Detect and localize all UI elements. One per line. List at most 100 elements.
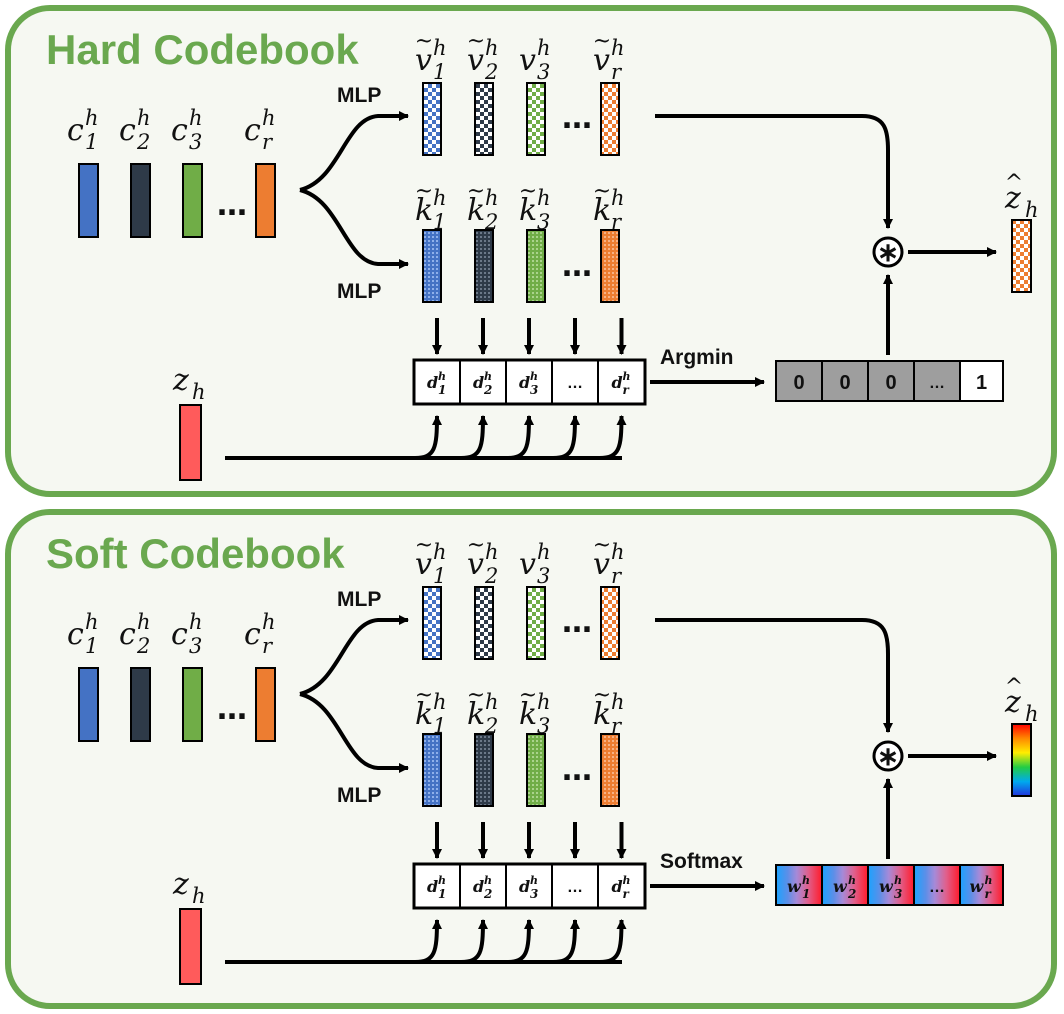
weight-symbol: w (833, 877, 848, 896)
code-vector-r (255, 163, 276, 238)
distance-superscript: h (623, 874, 631, 887)
mlp-label-top: MLP (337, 588, 381, 611)
code-label-3-superscript: h (189, 610, 203, 634)
key-label-r-accent: ~ (593, 179, 611, 204)
code-label-1-symbol: c (67, 617, 84, 652)
code-label-2-subscript: 2 (136, 634, 150, 658)
distance-symbol: d (427, 373, 438, 392)
value-vector-1 (422, 586, 442, 660)
value-label-3-symbol: v (519, 547, 536, 582)
key-vector-1 (422, 229, 442, 303)
value-label-r-accent: ~ (593, 29, 611, 54)
code-vector-1 (78, 163, 99, 238)
code-label-3-symbol: c (171, 617, 188, 652)
key-label-2-subscript: 2 (484, 210, 498, 234)
key-label-r-superscript: h (611, 186, 625, 210)
key-vector-1 (422, 733, 442, 807)
weight-superscript: h (802, 874, 810, 887)
value-vector-1 (422, 82, 442, 156)
key-label-1-symbol: k (415, 697, 433, 732)
key-label-r: k~hr (593, 179, 625, 234)
key-label-3-symbol: k (519, 697, 537, 732)
value-label-3-subscript: 3 (537, 564, 550, 588)
value-label-1-subscript: 1 (433, 60, 446, 84)
key-vector-3 (526, 733, 546, 807)
key-label-3-accent: ~ (519, 683, 537, 708)
output-symbol: z (1004, 685, 1021, 720)
value-to-combine-arrow (655, 114, 893, 229)
code-label-2-subscript: 2 (136, 130, 150, 154)
weight-subscript: r (985, 887, 993, 901)
value-label-1-symbol: v (415, 547, 432, 582)
key-label-3-accent: ~ (519, 179, 537, 204)
value-label-r-superscript: h (611, 540, 625, 564)
key-label-1-subscript: 1 (433, 210, 446, 234)
key-label-2-accent: ~ (467, 179, 485, 204)
key-label-2-superscript: h (485, 690, 499, 714)
mlp-label-top: MLP (337, 84, 381, 107)
key-label-r-superscript: h (611, 690, 625, 714)
value-label-r: v~hr (593, 29, 625, 84)
code-ellipsis: … (217, 188, 247, 223)
key-label-r-symbol: k (593, 193, 611, 228)
value-label-r-subscript: r (611, 60, 623, 84)
distance-superscript: h (484, 370, 492, 383)
distance-symbol: d (519, 373, 530, 392)
weight-subscript: 2 (847, 887, 856, 901)
z-subscript: h (192, 884, 206, 908)
weight-subscript: 3 (894, 887, 902, 901)
z-to-distance-arrow (599, 919, 627, 964)
output-label: z^h (1004, 171, 1039, 222)
weight-bit: 0 (839, 372, 850, 394)
code-label-r-superscript: h (262, 610, 276, 634)
z-vector (179, 908, 202, 985)
value-ellipsis: … (562, 605, 592, 640)
distance-row (412, 358, 647, 406)
key-label-3-subscript: 3 (537, 714, 550, 738)
distance-subscript: 2 (483, 383, 492, 397)
key-label-2: k~h2 (467, 179, 499, 234)
z-to-distance-arrow (552, 415, 580, 460)
code-vector-3 (182, 163, 203, 238)
distance-subscript: r (623, 887, 631, 901)
z-symbol: z (172, 867, 189, 902)
value-label-1-accent: ~ (415, 29, 433, 54)
distance-superscript: h (484, 874, 492, 887)
weight-ellipsis: … (929, 375, 945, 392)
combine-operator-star: ∗ (877, 741, 899, 771)
combine-operator-star: ∗ (877, 237, 899, 267)
code-vector-2 (130, 667, 151, 742)
key-label-3-symbol: k (519, 193, 537, 228)
value-label-1-superscript: h (433, 540, 447, 564)
distance-ellipsis: … (567, 879, 583, 896)
weight-cell (959, 864, 1004, 906)
value-label-1-subscript: 1 (433, 564, 446, 588)
z-vector (179, 404, 202, 481)
distance-superscript: h (438, 874, 446, 887)
weight-cell (775, 360, 823, 402)
value-label-r-accent: ~ (593, 533, 611, 558)
value-label-2-symbol: v (467, 547, 484, 582)
key-label-3: k~h3 (519, 179, 551, 234)
mlp-label-bottom: MLP (337, 280, 381, 303)
key-label-1: k~h1 (415, 179, 447, 234)
distance-symbol: d (473, 373, 484, 392)
value-ellipsis: … (562, 101, 592, 136)
key-vector-r (600, 733, 620, 807)
z-to-distance-arrow (414, 415, 442, 460)
